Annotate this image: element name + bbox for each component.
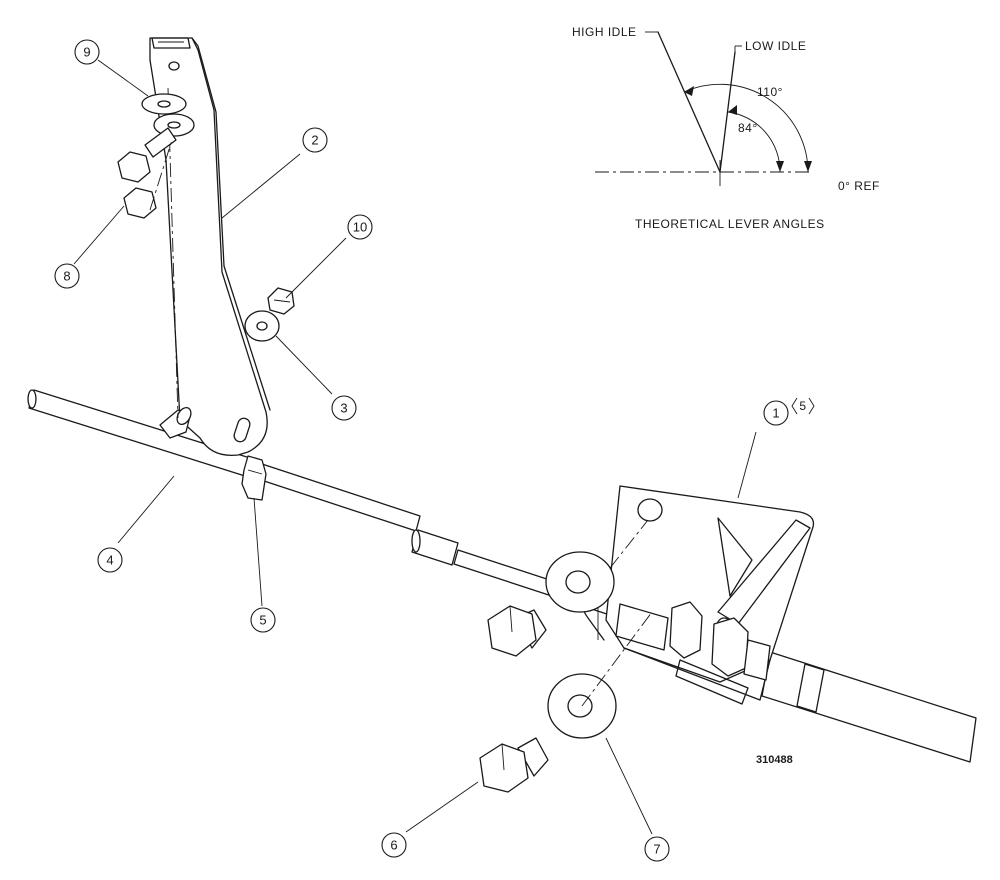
rod-sheath-right <box>761 651 977 763</box>
arc-110-start-arrow <box>684 86 694 96</box>
alignment-line-8 <box>149 139 173 211</box>
rod-cable-mid <box>257 463 421 532</box>
quantity-note-label: 5 <box>799 399 806 413</box>
washer-upper-2-hole <box>167 121 181 129</box>
angle-high-label: 110° <box>757 85 783 99</box>
washer-upper-2 <box>153 113 195 137</box>
sheath-collar <box>796 663 825 713</box>
clamp-nut-right <box>711 617 749 677</box>
arc-110-arrow <box>804 161 812 172</box>
nut-10-face <box>273 299 291 303</box>
leader-lines <box>73 59 757 835</box>
low-idle-label: LOW IDLE <box>745 39 806 53</box>
washer-3-hole <box>256 321 268 331</box>
angle-low-label: 84° <box>738 121 758 135</box>
lever-bracket-2 <box>149 37 271 457</box>
zero-ref-label: 0° REF <box>838 179 880 193</box>
bolt-head-8b <box>123 187 157 219</box>
arc-110 <box>683 83 809 173</box>
leader-1 <box>737 431 757 499</box>
callout-5: 5 <box>250 607 276 633</box>
bolt-shank-8 <box>144 127 177 158</box>
callout-10-label: 10 <box>353 220 367 235</box>
leader-3 <box>275 335 333 395</box>
arc-84-start-arrow <box>728 105 737 115</box>
callout-6: 6 <box>381 832 407 858</box>
ferrule-end <box>411 529 421 553</box>
callout-2-label: 2 <box>311 133 318 148</box>
callout-7-label: 7 <box>653 842 660 857</box>
bracket-flange-edge <box>191 37 271 411</box>
quantity-note-open-bracket <box>791 397 798 415</box>
bracket-top-hole <box>168 61 180 71</box>
nut-body <box>241 455 267 501</box>
bracket-washers <box>545 519 653 739</box>
bracket-1-lower-lip <box>675 659 749 705</box>
callout-8-label: 8 <box>63 269 70 284</box>
leader-10 <box>285 237 347 299</box>
bracket-1-gusset <box>717 517 753 597</box>
jam-nut-5 <box>241 455 267 501</box>
callout-1-label: 1 <box>772 406 779 421</box>
washer-upper-hole <box>565 570 591 594</box>
leader-2 <box>221 153 301 219</box>
high-idle-lever-line <box>657 31 721 173</box>
callout-8: 8 <box>54 263 80 289</box>
bolt-head-8a <box>117 151 151 183</box>
callout-10: 10 <box>347 214 373 240</box>
leader-8 <box>73 205 125 265</box>
callout-2: 2 <box>302 127 328 153</box>
bracket-top-tab <box>151 37 191 49</box>
washer-upper-large <box>545 551 615 613</box>
callout-6-label: 6 <box>390 838 397 853</box>
callout-7: 7 <box>644 836 670 862</box>
washer-7-hole <box>567 694 593 718</box>
mounting-bracket-1 <box>581 485 815 705</box>
nut-flat <box>247 469 263 475</box>
alignment-line-7 <box>581 611 653 707</box>
washer-3 <box>244 310 280 342</box>
callout-1: 1 <box>763 400 789 426</box>
upper-hardware <box>117 93 195 219</box>
callout-4-label: 4 <box>106 553 113 568</box>
lever-angles-caption: THEORETICAL LEVER ANGLES <box>635 217 825 231</box>
bolt-lower-shank <box>517 737 549 777</box>
leader-7 <box>605 737 653 835</box>
clamp-bolt <box>176 406 192 426</box>
low-idle-lever-line <box>719 51 736 173</box>
cable-fitting <box>615 603 669 651</box>
hex-bolts-6 <box>479 605 549 793</box>
bracket-slot <box>233 417 251 443</box>
leader-4 <box>117 475 175 544</box>
lever-angle-sketch: HIGH IDLE LOW IDLE 110° 84° 0° REF THEOR… <box>572 25 880 231</box>
quantity-note: 5 <box>791 397 815 415</box>
high-idle-label: HIGH IDLE <box>572 25 637 39</box>
arc-84-arrow <box>776 161 784 172</box>
washer-9-hole <box>157 100 171 108</box>
callout-3-label: 3 <box>340 401 347 416</box>
control-rod <box>27 389 977 763</box>
rod-tube-end <box>27 389 37 409</box>
callout-4: 4 <box>97 547 123 573</box>
callout-3: 3 <box>331 395 357 421</box>
figure-number: 310488 <box>756 754 793 766</box>
bracket-1-hole <box>637 498 663 522</box>
washer-9 <box>141 93 187 115</box>
bolt-lower-edge <box>501 743 505 771</box>
callout-9: 9 <box>74 39 100 65</box>
leader-5 <box>253 497 263 607</box>
leader-9 <box>97 59 149 97</box>
washer-nut-3-10 <box>244 287 295 342</box>
alignment-line-1 <box>609 519 649 569</box>
leader-6 <box>405 781 479 833</box>
callout-5-label: 5 <box>259 613 266 628</box>
quantity-note-close-bracket <box>808 397 815 415</box>
bolt-upper-edge <box>509 605 513 633</box>
clamp-nut-left <box>669 601 703 659</box>
bracket-plate <box>149 37 268 457</box>
callout-9-label: 9 <box>83 45 90 60</box>
cable-fitting-right <box>743 639 771 681</box>
